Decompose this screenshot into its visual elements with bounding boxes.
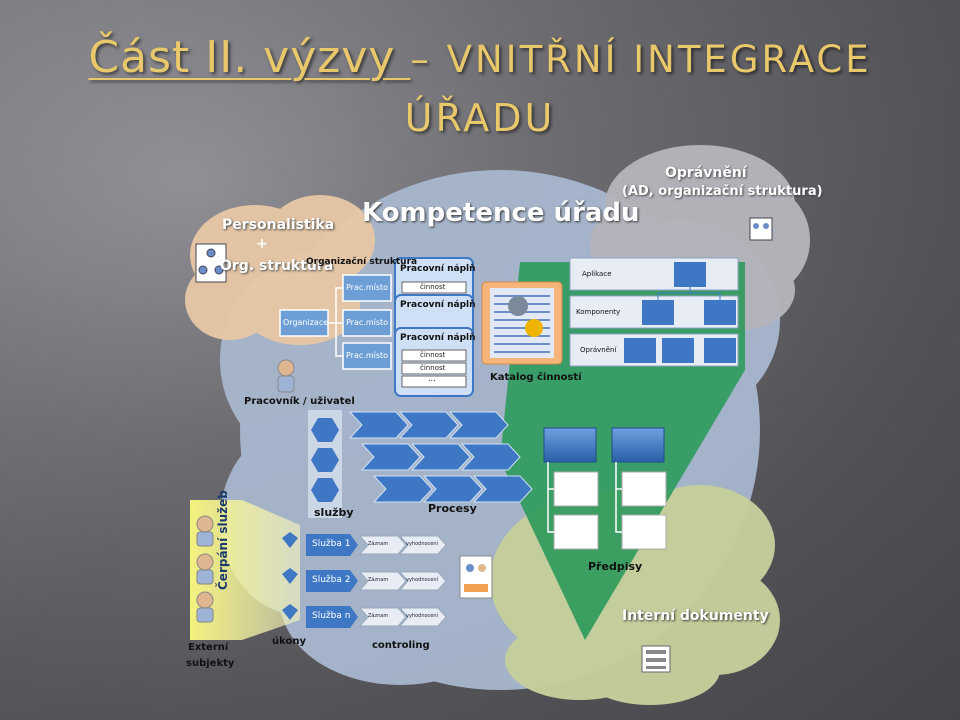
- service-rows: [282, 532, 447, 628]
- controling-icon: [459, 555, 493, 599]
- napln-cards: [394, 257, 474, 397]
- procesy-label: Procesy: [428, 502, 477, 515]
- vyhodnoceni-2-label: vyhodnocení: [406, 577, 438, 583]
- cinnost-1-label: činnost: [420, 283, 446, 291]
- napln-1-label: Pracovní náplň: [400, 264, 476, 274]
- sluzba-2-label: Služba 2: [312, 575, 351, 585]
- napln-2-label: Pracovní náplň: [400, 300, 476, 310]
- sluzba-1-label: Služba 1: [312, 539, 351, 549]
- vyhodnoceni-3-label: vyhodnocení: [406, 613, 438, 619]
- ukony-label: úkony: [272, 636, 307, 647]
- title-part1: Část II. výzvy: [88, 32, 411, 83]
- org-struktura-small-label: Organizační struktura: [306, 257, 418, 267]
- pracovnik-label: Pracovník / uživatel: [244, 396, 355, 407]
- personalistika-label: Personalistika: [222, 217, 335, 233]
- aplikace-label: Aplikace: [582, 270, 612, 278]
- predpisy-label: Předpisy: [588, 560, 643, 573]
- apps-panel: [569, 257, 739, 367]
- kompetence-label: Kompetence úřadu: [362, 198, 640, 228]
- zaznam-2-label: Záznam: [368, 577, 389, 583]
- opravneni-sub-label: (AD, organizační struktura): [622, 184, 823, 199]
- slide-title-line2: ÚŘADU: [404, 96, 556, 140]
- katalog-icon: [481, 281, 563, 365]
- napln-3-label: Pracovní náplň: [400, 333, 476, 343]
- people-group-icon: [749, 217, 773, 241]
- process-arrows: [348, 411, 533, 503]
- cerpani-label: Čerpání služeb: [216, 490, 230, 590]
- ellipsis-label: ...: [428, 374, 436, 383]
- slide-title: Část II. výzvy – VNITŘNÍ INTEGRACE: [0, 32, 960, 83]
- interni-label: Interní dokumenty: [622, 608, 769, 624]
- komponenty-label: Komponenty: [576, 308, 621, 316]
- cinnost-2-label: činnost: [420, 351, 446, 359]
- controling-label: controling: [372, 640, 430, 651]
- cerpani-funnel: [190, 500, 300, 640]
- cinnost-3-label: činnost: [420, 364, 446, 372]
- prac-misto-2-label: Prac.místo: [346, 318, 389, 327]
- zaznam-3-label: Záznam: [368, 613, 389, 619]
- zaznam-1-label: Záznam: [368, 541, 389, 547]
- organizace-label: Organizace: [283, 318, 329, 327]
- person-icons: [196, 359, 295, 623]
- title-part2: – VNITŘNÍ INTEGRACE: [410, 38, 872, 81]
- plus-label: +: [256, 236, 268, 252]
- opravneni-label: Oprávnění: [665, 165, 747, 181]
- opravneni-small-label: Oprávnění: [580, 346, 617, 354]
- prac-misto-3-label: Prac.místo: [346, 351, 389, 360]
- sluzba-n-label: Služba n: [312, 611, 351, 621]
- documents-icon: [641, 645, 671, 673]
- externi-2-label: subjekty: [186, 658, 235, 669]
- prac-misto-1-label: Prac.místo: [346, 283, 389, 292]
- vyhodnoceni-1-label: vyhodnocení: [406, 541, 438, 547]
- org-struktura-label: Org. struktura: [220, 258, 334, 274]
- sluzby-label: služby: [314, 506, 354, 519]
- katalog-label: Katalog činností: [490, 372, 582, 383]
- org-structure: [279, 274, 392, 370]
- org-chart-icon: [195, 243, 227, 283]
- predpisy-boxes: [543, 427, 667, 550]
- externi-1-label: Externí: [188, 642, 229, 653]
- sluzby-column: [308, 410, 342, 518]
